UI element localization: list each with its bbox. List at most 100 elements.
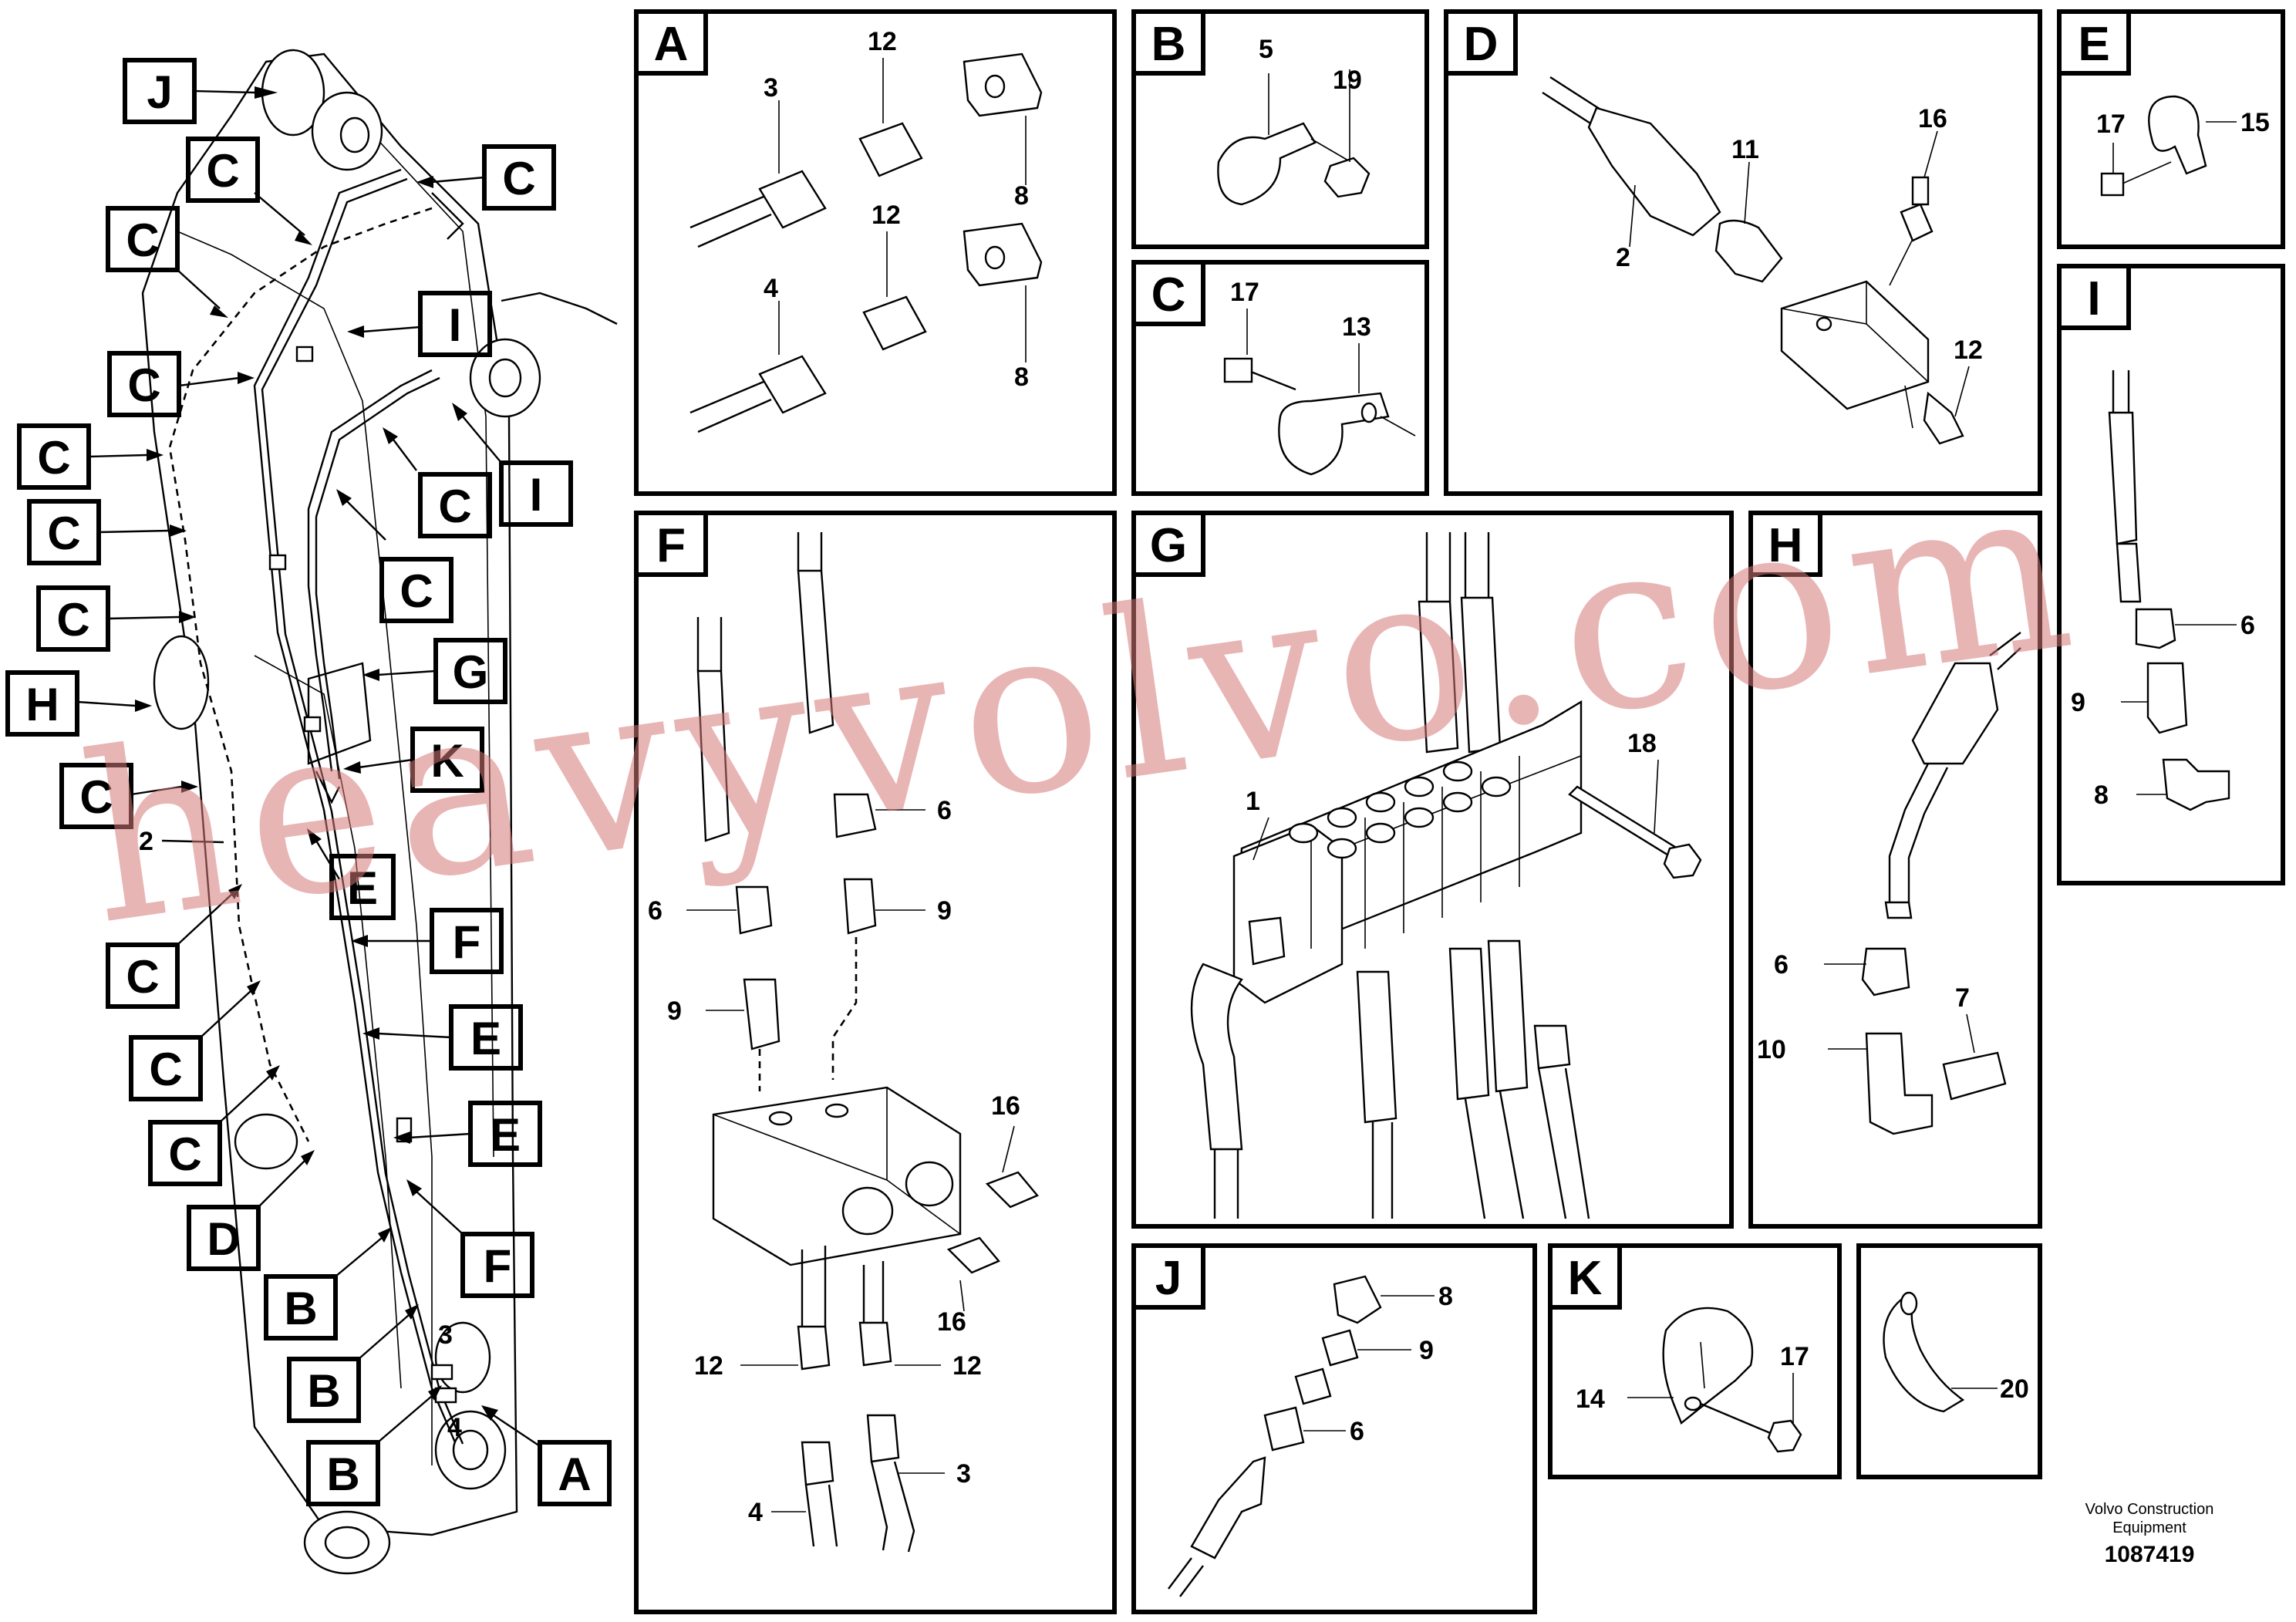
svg-text:3: 3: [438, 1320, 453, 1350]
svg-text:12: 12: [868, 27, 897, 56]
svg-text:B: B: [1151, 18, 1186, 71]
drawing-footer: Volvo Construction Equipment 1087419: [2034, 1500, 2265, 1568]
svg-text:10: 10: [1757, 1035, 1786, 1064]
svg-text:J: J: [147, 66, 172, 118]
svg-text:C: C: [400, 565, 433, 617]
svg-text:C: C: [149, 1044, 182, 1095]
callout-c-13: C: [148, 1065, 280, 1186]
svg-text:12: 12: [1954, 336, 1983, 365]
brand-line-1: Volvo Construction: [2085, 1501, 2214, 1518]
panel-g: G 1 18: [1131, 511, 1734, 1229]
callout-i-1: I: [347, 291, 492, 357]
svg-text:14: 14: [1576, 1384, 1605, 1414]
svg-text:C: C: [79, 771, 113, 823]
svg-text:K: K: [430, 735, 464, 787]
svg-text:6: 6: [1350, 1417, 1364, 1446]
callout-c-9: C: [336, 489, 453, 623]
panel-h: H 6 7 10: [1748, 511, 2042, 1229]
svg-text:8: 8: [1014, 181, 1029, 211]
svg-text:5: 5: [1259, 35, 1273, 64]
panel-d: D 2 11 16 12: [1444, 9, 2042, 496]
callout-j: J: [123, 58, 278, 124]
svg-text:C: C: [1151, 268, 1186, 322]
callout-f-1: F: [351, 908, 504, 974]
callout-c-11: C: [106, 884, 242, 1009]
boom-number-3: 3: [438, 1320, 453, 1350]
callout-f-2: F: [406, 1179, 534, 1298]
svg-text:F: F: [656, 519, 686, 572]
svg-text:3: 3: [764, 73, 778, 103]
svg-text:C: C: [127, 359, 160, 411]
svg-text:4: 4: [764, 274, 778, 303]
panel-f: F 6 6 9 9 16 16 12 12 4 3: [634, 511, 1117, 1614]
drawing-number: 1087419: [2104, 1542, 2195, 1567]
svg-text:G: G: [1150, 519, 1187, 572]
svg-text:C: C: [206, 145, 239, 197]
svg-text:9: 9: [937, 896, 952, 926]
callout-e-2: E: [362, 1004, 523, 1071]
svg-text:H: H: [25, 679, 59, 730]
svg-text:I: I: [449, 299, 462, 351]
svg-text:C: C: [56, 594, 89, 646]
svg-text:9: 9: [2071, 688, 2085, 717]
svg-text:C: C: [126, 951, 159, 1003]
svg-text:E: E: [490, 1109, 521, 1161]
panel-b: B 5 19: [1131, 9, 1429, 249]
svg-text:3: 3: [956, 1459, 971, 1489]
callout-c-3: C: [106, 206, 228, 318]
svg-text:F: F: [453, 916, 481, 968]
svg-text:B: B: [284, 1283, 317, 1334]
callout-a: A: [481, 1405, 612, 1506]
svg-text:2: 2: [139, 827, 153, 856]
svg-text:4: 4: [748, 1498, 763, 1527]
svg-text:7: 7: [1955, 983, 1970, 1013]
svg-text:17: 17: [1780, 1342, 1809, 1371]
svg-text:C: C: [438, 481, 471, 532]
svg-text:K: K: [1568, 1252, 1603, 1305]
svg-text:C: C: [126, 214, 159, 266]
boom-number-2: 2: [139, 827, 224, 856]
svg-text:F: F: [484, 1240, 512, 1292]
svg-text:8: 8: [2094, 781, 2109, 810]
svg-text:16: 16: [1918, 104, 1947, 133]
callout-c-12: C: [129, 980, 261, 1101]
svg-text:13: 13: [1342, 312, 1371, 342]
svg-text:C: C: [47, 508, 80, 559]
svg-text:19: 19: [1333, 66, 1362, 95]
panel-c: C 17 13: [1131, 260, 1429, 496]
boom-callouts: J C C C I C I C C C C C G H K C E F E E …: [5, 58, 612, 1506]
callout-c-6: C: [17, 423, 164, 490]
brand-line-2: Equipment: [2112, 1519, 2186, 1536]
callout-h: H: [5, 670, 152, 737]
callout-c-1: C: [186, 137, 312, 245]
panel-a: A 3 12 8 4 12 8: [634, 9, 1117, 496]
svg-text:12: 12: [952, 1351, 982, 1381]
callout-k: K: [343, 727, 484, 793]
svg-text:I: I: [2087, 272, 2100, 325]
svg-text:20: 20: [2000, 1374, 2029, 1404]
callout-e-1: E: [307, 828, 396, 920]
svg-text:D: D: [207, 1213, 240, 1265]
svg-text:16: 16: [937, 1307, 966, 1337]
svg-text:D: D: [1464, 18, 1499, 71]
svg-text:15: 15: [2240, 108, 2270, 137]
svg-text:8: 8: [1014, 363, 1029, 392]
boom-assembly: [141, 49, 618, 1575]
svg-text:4: 4: [447, 1413, 462, 1442]
svg-text:12: 12: [872, 201, 901, 230]
callout-d: D: [187, 1150, 315, 1271]
callout-b-3: B: [306, 1385, 442, 1506]
svg-text:C: C: [502, 153, 535, 204]
svg-text:1: 1: [1246, 787, 1260, 816]
svg-text:J: J: [1155, 1252, 1182, 1305]
callout-c-8: C: [36, 585, 196, 652]
svg-text:H: H: [1768, 519, 1803, 572]
svg-text:A: A: [654, 18, 689, 71]
svg-text:8: 8: [1438, 1282, 1453, 1311]
svg-text:C: C: [168, 1128, 201, 1180]
panel-i: I 6 9 8: [2057, 264, 2285, 885]
callout-g: G: [362, 638, 507, 704]
panel-tie-strap: 20: [1856, 1243, 2042, 1479]
svg-text:9: 9: [1419, 1336, 1434, 1365]
